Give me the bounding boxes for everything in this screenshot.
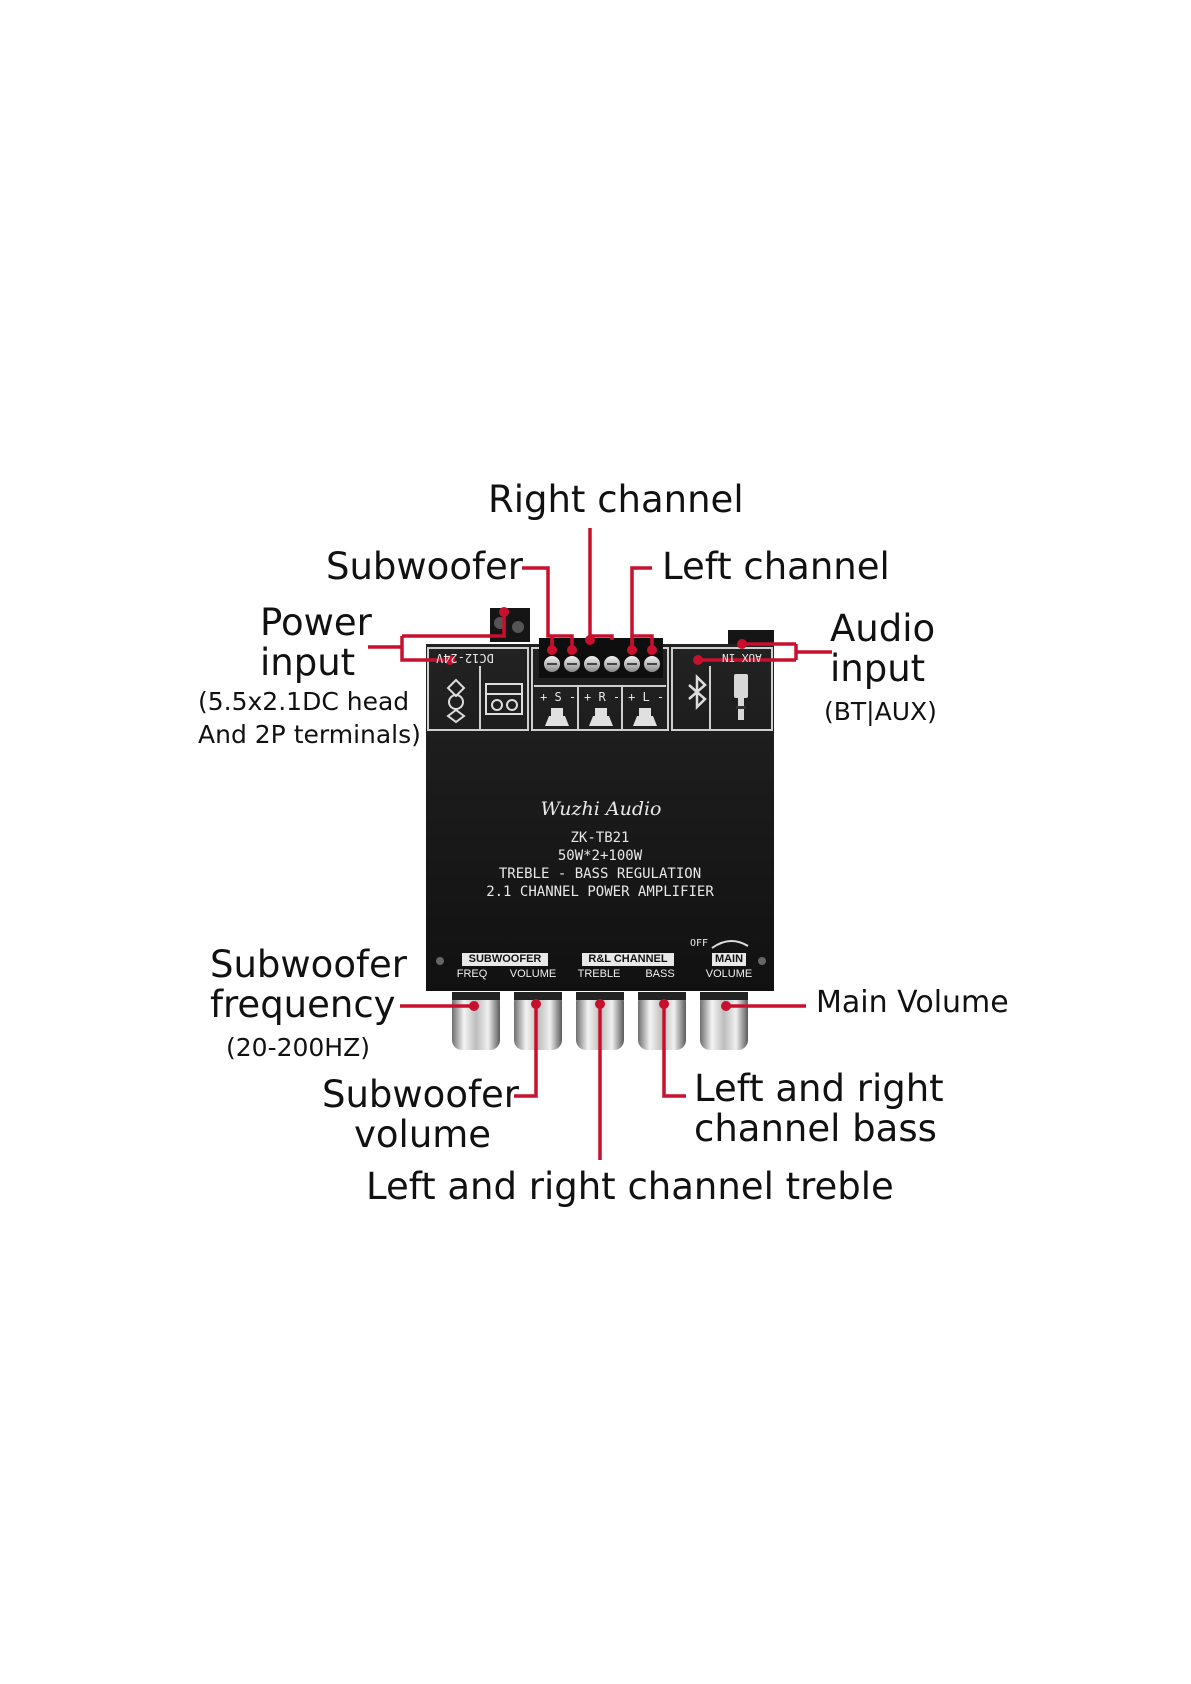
rl-channel-group-box <box>582 953 674 966</box>
board-brand: Wuzhi Audio <box>540 798 662 820</box>
power-input-label-line1: Power <box>260 601 372 644</box>
knob-main-volume-label: VOLUME <box>705 968 753 980</box>
sub-volume-label-line1: Subwoofer <box>322 1073 519 1116</box>
screw-terminals <box>539 638 663 678</box>
sub-freq-label-line2: frequency <box>210 983 396 1026</box>
audio-input-label-line1: Audio <box>830 607 936 650</box>
mount-hole <box>758 957 766 965</box>
knobs <box>452 992 748 1050</box>
mount-hole <box>436 957 444 965</box>
group-rl-label: R&L CHANNEL <box>588 953 668 965</box>
main-volume-knob[interactable] <box>700 992 748 1050</box>
left-channel-label: Left channel <box>662 545 890 588</box>
off-label: OFF <box>690 938 709 949</box>
leader-lines <box>368 528 832 1160</box>
lr-bass-label-line1: Left and right <box>694 1067 944 1110</box>
board-feature: TREBLE - BASS REGULATION <box>498 866 702 882</box>
lr-treble-label: Left and right channel treble <box>366 1165 894 1208</box>
sub-freq-note: (20-200HZ) <box>226 1033 370 1062</box>
knob-bass-label: BASS <box>645 968 675 980</box>
right-channel-label: Right channel <box>488 478 744 521</box>
bluetooth-icon <box>688 673 707 711</box>
board-power: 50W*2+100W <box>557 848 643 864</box>
leader-dots <box>445 607 747 1011</box>
knob-freq-label: FREQ <box>456 968 488 980</box>
group-main-label: MAIN <box>714 953 744 965</box>
audio-input-label-line2: input <box>830 647 926 690</box>
main-volume-label: Main Volume <box>816 985 1009 1020</box>
knob-treble-label: TREBLE <box>577 968 621 980</box>
subwoofer-group-box <box>462 953 548 966</box>
sub-volume-knob[interactable] <box>514 992 562 1050</box>
aux-jack-icon <box>734 674 748 720</box>
sub-volume-label-line2: volume <box>354 1113 492 1156</box>
freq-knob[interactable] <box>452 992 500 1050</box>
speaker-s-label: + S - <box>540 690 577 704</box>
lr-bass-label-line2: channel bass <box>694 1107 937 1150</box>
volume-arc-icon <box>711 940 749 949</box>
subwoofer-label: Subwoofer <box>326 545 523 588</box>
power-input-note-line1: (5.5x2.1DC head <box>198 687 410 716</box>
board-model: ZK-TB21 <box>570 830 630 846</box>
bass-knob[interactable] <box>638 992 686 1050</box>
group-subwoofer-label: SUBWOOFER <box>468 953 542 965</box>
knob-sub-volume-label: VOLUME <box>509 968 557 980</box>
speaker-l-label: + L - <box>628 690 665 704</box>
speaker-r-label: + R - <box>584 690 621 704</box>
amplifier-board <box>426 644 774 991</box>
audio-input-note: (BT|AUX) <box>824 697 937 726</box>
dc-polarity-icon <box>446 678 466 724</box>
board-type: 2.1 CHANNEL POWER AMPLIFIER <box>486 884 714 900</box>
power-input-label-line2: input <box>260 641 356 684</box>
board-aux-label: AUX IN <box>722 651 762 664</box>
terminal-block-icon <box>485 683 523 715</box>
main-group-box <box>712 953 746 966</box>
speaker-icons <box>545 708 657 726</box>
sub-freq-label-line1: Subwoofer <box>210 943 407 986</box>
board-dc-label: DC12-24V <box>436 651 494 665</box>
power-input-note-line2: And 2P terminals) <box>198 720 421 749</box>
